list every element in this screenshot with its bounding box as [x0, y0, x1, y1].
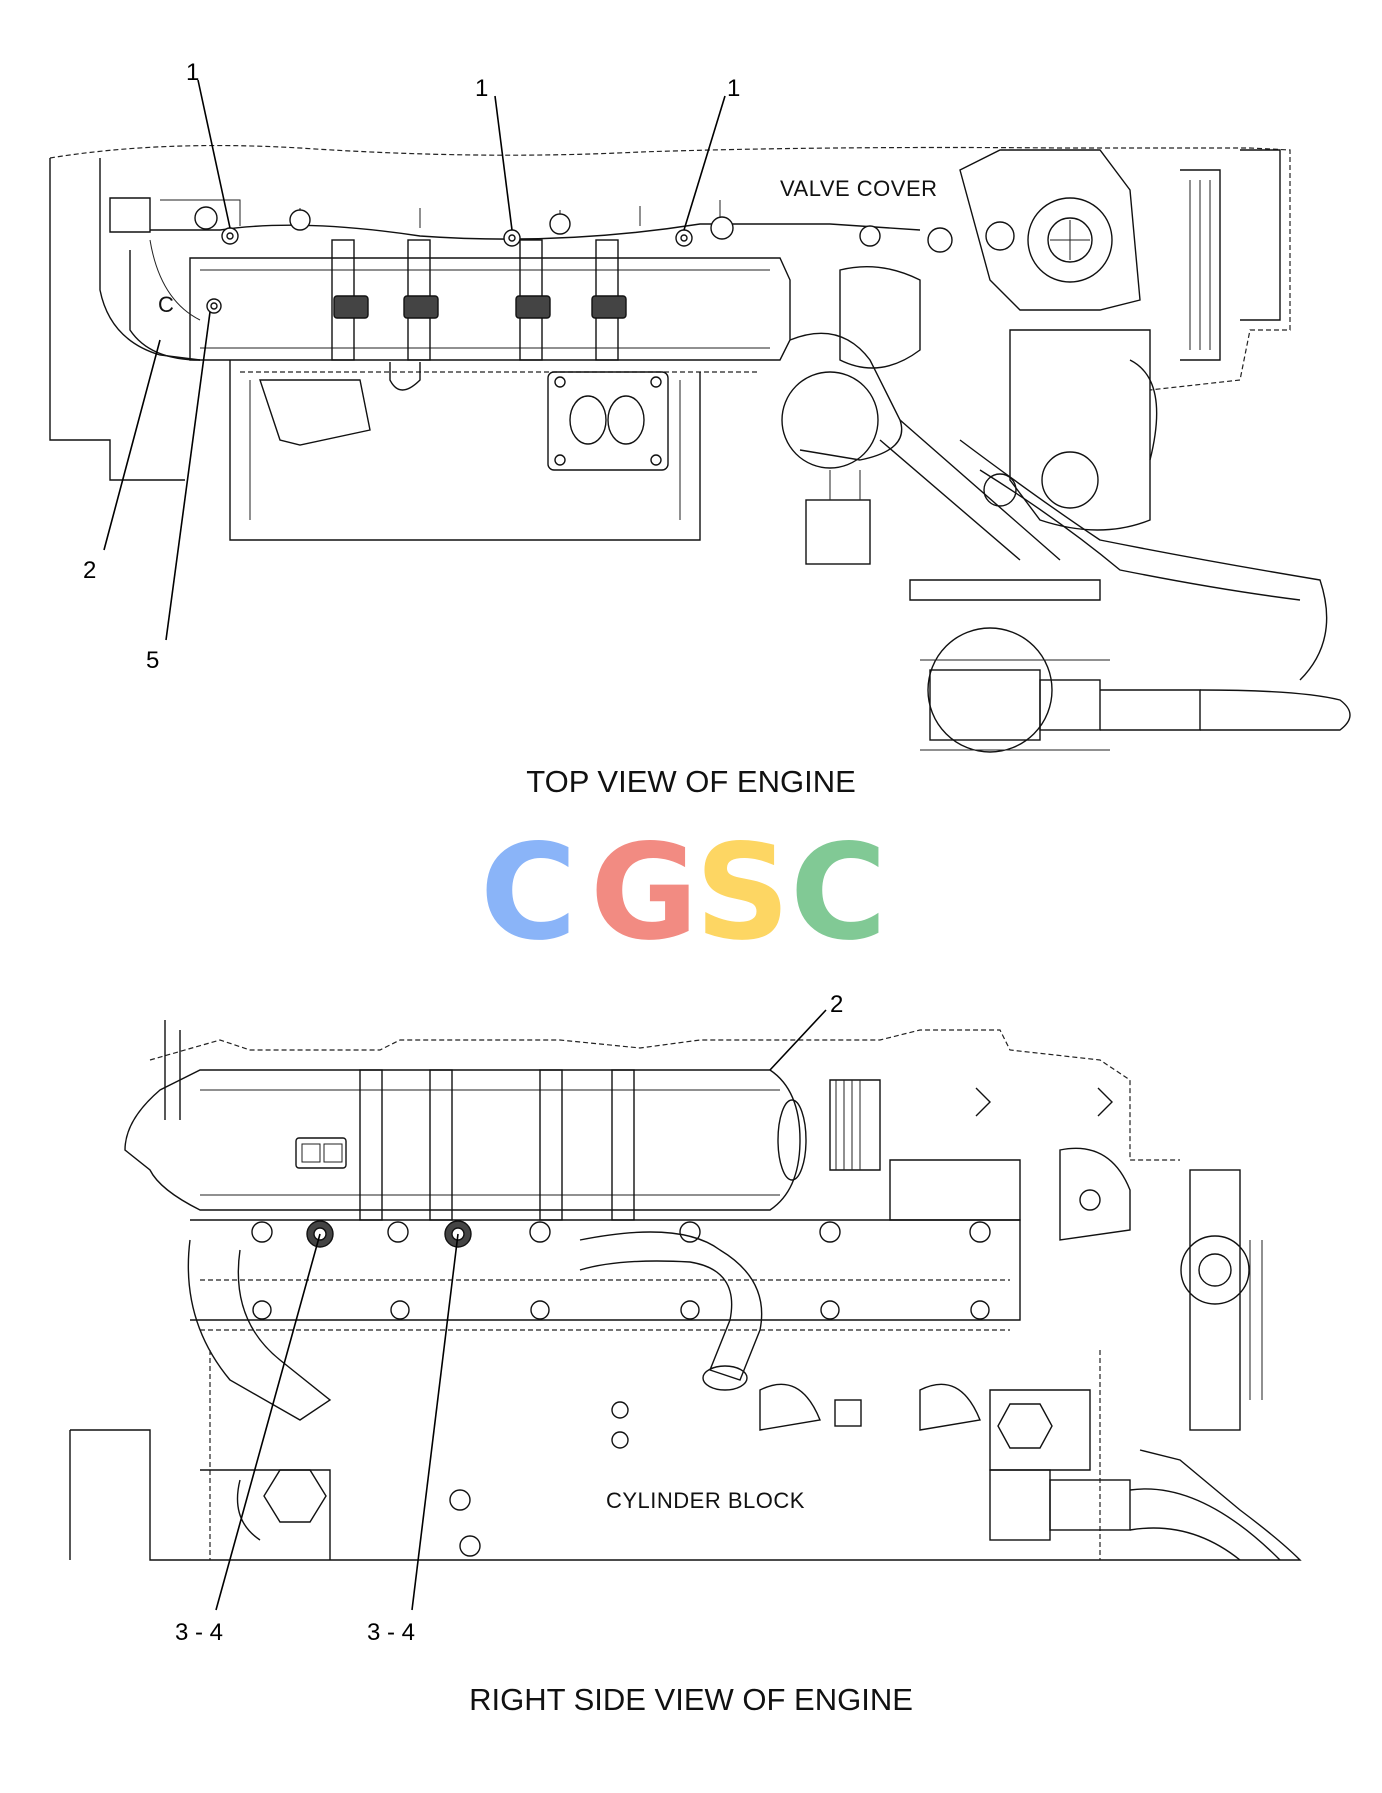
watermark-letter-2: G — [590, 816, 698, 970]
top-view-title: TOP VIEW OF ENGINE — [526, 764, 856, 799]
watermark-letter-1: C — [480, 816, 577, 970]
top-callout-1b: 1 — [475, 75, 488, 102]
valve-cover-bolts — [194, 206, 1015, 314]
top-callout-1a: 1 — [186, 59, 199, 86]
top-callout-5: 5 — [146, 647, 159, 674]
watermark-letter-3: S — [695, 816, 790, 970]
manifold-straps — [359, 1069, 635, 1221]
valve-cover-label: VALVE COVER — [780, 176, 938, 201]
head-bolts — [251, 1220, 991, 1320]
side-callout-3-4-a: 3 - 4 — [175, 1619, 223, 1646]
top-marker-c: C — [158, 292, 174, 317]
cylinder-block-label: CYLINDER BLOCK — [606, 1488, 805, 1513]
watermark-letter-4: C — [790, 816, 887, 970]
watermark-logo: C G S C — [480, 816, 887, 970]
top-view-leaders — [103, 79, 726, 641]
side-callout-3-4-b: 3 - 4 — [367, 1619, 415, 1646]
side-view-leaders — [215, 1009, 827, 1611]
manifold-clamps — [331, 239, 627, 361]
top-view-drawing — [49, 144, 1351, 753]
top-callout-1c: 1 — [727, 75, 740, 102]
side-callout-2: 2 — [830, 991, 843, 1018]
side-view-title: RIGHT SIDE VIEW OF ENGINE — [469, 1682, 913, 1717]
top-callout-2: 2 — [83, 557, 96, 584]
side-view-drawing — [69, 1020, 1302, 1561]
